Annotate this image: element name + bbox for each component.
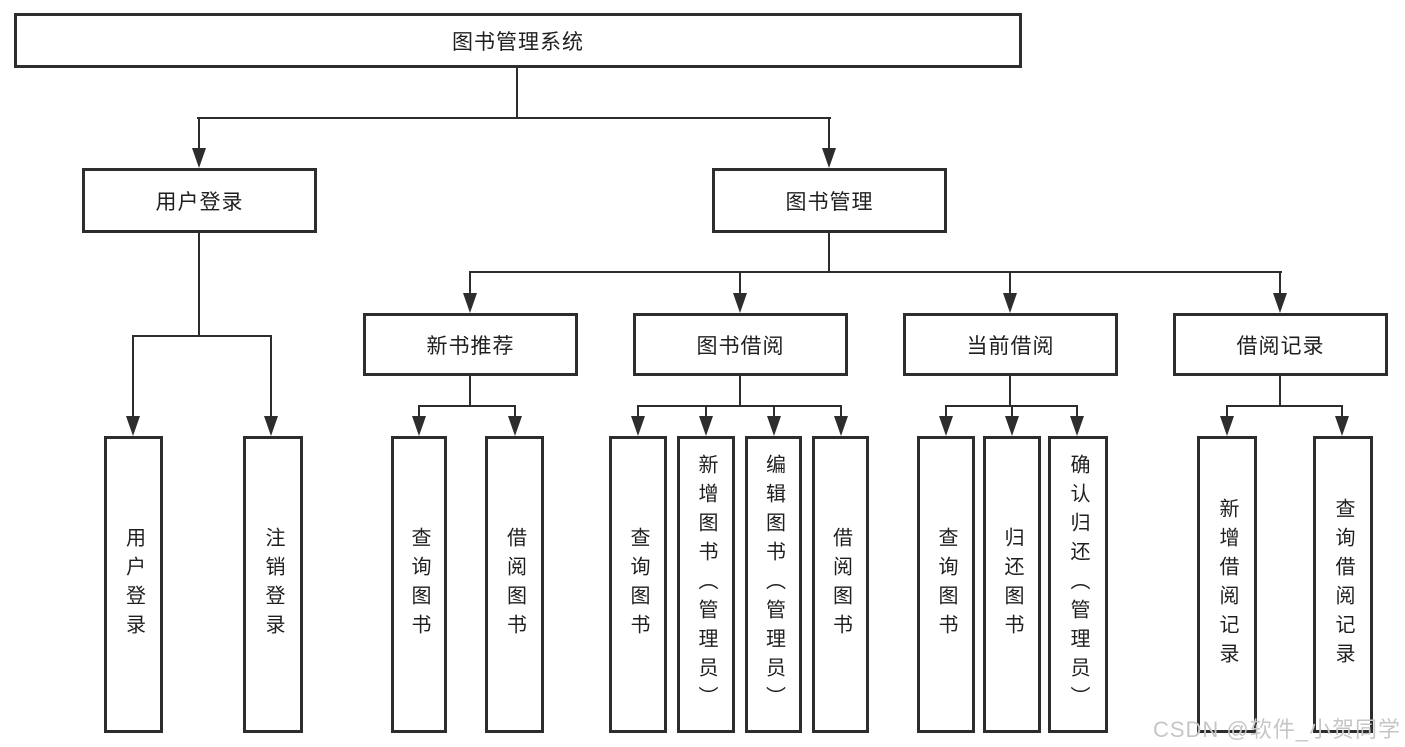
leaf-label: 归还图书 bbox=[1001, 526, 1023, 643]
node-library-management-system: 图书管理系统 bbox=[14, 13, 1022, 68]
leaf-label: 用户登录 bbox=[122, 526, 145, 643]
connector-to-user-login bbox=[198, 118, 200, 152]
node-borrow-records: 借阅记录 bbox=[1173, 313, 1388, 376]
node-book-borrow: 图书借阅 bbox=[633, 313, 848, 376]
node-label: 图书管理系统 bbox=[452, 30, 584, 54]
node-current-borrow: 当前借阅 bbox=[903, 313, 1118, 376]
arrow-down-icon bbox=[822, 148, 836, 168]
connector-leaf-stub bbox=[773, 406, 775, 420]
leaf-borrow-add-books-admin: 新增图书（管理员） bbox=[677, 436, 735, 733]
leaf-label: 编辑图书（管理员） bbox=[762, 454, 785, 715]
connector-leaf-stub bbox=[1076, 406, 1078, 420]
leaf-label: 确认归还（管理员） bbox=[1067, 454, 1089, 715]
arrow-down-icon bbox=[733, 293, 747, 313]
arrow-down-icon bbox=[1005, 416, 1019, 436]
arrow-down-icon bbox=[126, 416, 140, 436]
connector-to-book-borrow bbox=[739, 272, 741, 297]
arrow-down-icon bbox=[1220, 416, 1234, 436]
arrow-down-icon bbox=[939, 416, 953, 436]
connector-leaf-stub bbox=[1226, 406, 1228, 420]
leaf-label: 查询图书 bbox=[935, 526, 957, 643]
leaf-user-login: 用户登录 bbox=[104, 436, 163, 733]
connector-leaf-stub bbox=[945, 406, 947, 420]
node-label: 图书借阅 bbox=[696, 334, 785, 358]
connector-to-book-management bbox=[828, 118, 830, 152]
connector-current-borrow-stem bbox=[1009, 376, 1011, 406]
arrow-down-icon bbox=[264, 416, 278, 436]
arrow-down-icon bbox=[192, 148, 206, 168]
leaf-label: 查询借阅记录 bbox=[1332, 497, 1354, 672]
connector-new-book-bar bbox=[418, 405, 516, 407]
leaf-label: 新增借阅记录 bbox=[1216, 497, 1238, 672]
node-label: 借阅记录 bbox=[1236, 334, 1325, 358]
arrow-down-icon bbox=[631, 416, 645, 436]
connector-leaf-stub bbox=[1341, 406, 1343, 420]
connector-root-stem bbox=[516, 67, 518, 119]
arrow-down-icon bbox=[412, 416, 426, 436]
arrow-down-icon bbox=[1070, 416, 1084, 436]
connector-book-borrow-bar bbox=[637, 405, 842, 407]
leaf-current-query-books: 查询图书 bbox=[917, 436, 975, 733]
arrow-down-icon bbox=[463, 293, 477, 313]
connector-leaf-stub bbox=[637, 406, 639, 420]
leaf-label: 查询图书 bbox=[627, 526, 649, 643]
leaf-label: 借阅图书 bbox=[829, 526, 852, 643]
leaf-logout: 注销登录 bbox=[243, 436, 303, 733]
connector-borrow-records-bar bbox=[1226, 405, 1343, 407]
connector-user-login-bar bbox=[132, 335, 272, 337]
node-user-login: 用户登录 bbox=[82, 168, 317, 233]
node-new-book-recommend: 新书推荐 bbox=[363, 313, 578, 376]
arrow-down-icon bbox=[834, 416, 848, 436]
arrow-down-icon bbox=[1273, 293, 1287, 313]
connector-to-new-book-recommend bbox=[469, 272, 471, 297]
leaf-current-return-books: 归还图书 bbox=[983, 436, 1041, 733]
connector-book-borrow-stem bbox=[739, 376, 741, 406]
node-book-management: 图书管理 bbox=[712, 168, 947, 233]
connector-user-login-stem bbox=[198, 233, 200, 337]
connector-leaf-stub bbox=[1011, 406, 1013, 420]
connector-book-management-stem bbox=[828, 233, 830, 273]
leaf-borrow-query-books: 查询图书 bbox=[609, 436, 667, 733]
leaf-label: 注销登录 bbox=[262, 526, 284, 643]
arrow-down-icon bbox=[1335, 416, 1349, 436]
leaf-newbook-borrow-books: 借阅图书 bbox=[485, 436, 544, 733]
leaf-label: 借阅图书 bbox=[503, 526, 526, 643]
node-label: 用户登录 bbox=[155, 190, 244, 214]
connector-to-leaf-user-login bbox=[132, 336, 134, 420]
leaf-records-query-record: 查询借阅记录 bbox=[1313, 436, 1373, 733]
connector-leaf-stub bbox=[840, 406, 842, 420]
connector-leaf-stub bbox=[418, 406, 420, 420]
arrow-down-icon bbox=[767, 416, 781, 436]
leaf-borrow-edit-books-admin: 编辑图书（管理员） bbox=[745, 436, 802, 733]
connector-borrow-records-stem bbox=[1279, 376, 1281, 406]
node-label: 当前借阅 bbox=[966, 334, 1055, 358]
connector-level3-bar bbox=[469, 271, 1282, 273]
leaf-records-add-record: 新增借阅记录 bbox=[1197, 436, 1257, 733]
arrow-down-icon bbox=[508, 416, 522, 436]
leaf-current-confirm-return-admin: 确认归还（管理员） bbox=[1048, 436, 1108, 733]
leaf-label: 新增图书（管理员） bbox=[695, 454, 717, 715]
watermark: CSDN @软件_小贺同学 bbox=[1152, 717, 1401, 742]
node-label: 新书推荐 bbox=[426, 334, 515, 358]
connector-leaf-stub bbox=[705, 406, 707, 420]
arrow-down-icon bbox=[699, 416, 713, 436]
connector-leaf-stub bbox=[514, 406, 516, 420]
node-label: 图书管理 bbox=[785, 190, 874, 214]
leaf-borrow-borrow-books: 借阅图书 bbox=[812, 436, 869, 733]
leaf-label: 查询图书 bbox=[408, 526, 430, 643]
leaf-newbook-query-books: 查询图书 bbox=[391, 436, 447, 733]
connector-to-current-borrow bbox=[1009, 272, 1011, 297]
connector-to-borrow-records bbox=[1279, 272, 1281, 297]
connector-level2-bar bbox=[197, 117, 831, 119]
connector-new-book-stem bbox=[469, 376, 471, 406]
arrow-down-icon bbox=[1003, 293, 1017, 313]
connector-to-leaf-logout bbox=[270, 336, 272, 420]
